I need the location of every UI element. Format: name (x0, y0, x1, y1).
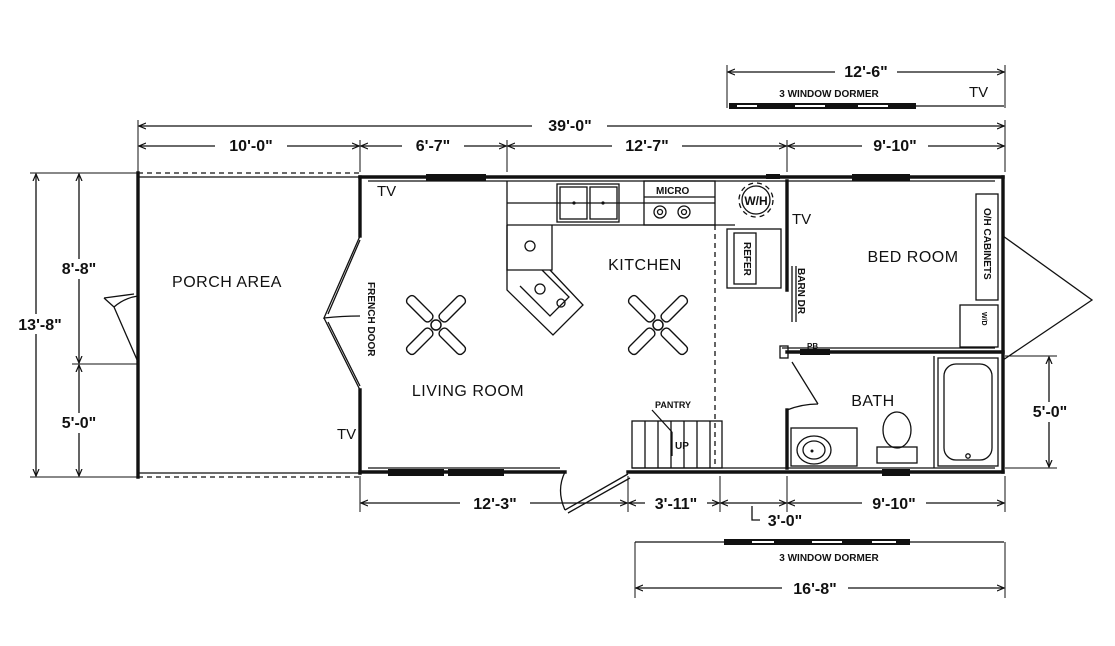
french-door-label: FRENCH DOOR (365, 282, 376, 357)
pantry-label: PANTRY (655, 400, 691, 410)
dim-bath-depth: 5'-0" (1033, 404, 1068, 421)
bedroom: BED ROOM O/H CABINETS W/D (867, 193, 1094, 361)
dim-porch-lower: 5'-0" (62, 415, 97, 432)
entry-door (559, 471, 631, 514)
window-bed-top (852, 174, 910, 181)
dim-dormer-bottom: 16'-8" (793, 581, 836, 598)
micro-label: MICRO (656, 186, 690, 197)
water-heater: W/H (738, 182, 774, 218)
stairs: PANTRY UP (631, 400, 723, 469)
room-porch-label: PORCH AREA (172, 274, 282, 291)
dim-living-bottom: 12'-3" (473, 496, 516, 513)
window-living-bottom-a (388, 469, 444, 476)
dim-porch-length: 10'-0" (229, 138, 272, 155)
ceiling-fan-icon (627, 294, 689, 356)
bottom-dormer: 3 WINDOW DORMER 16'-8" (634, 539, 1006, 598)
bath: BATH 5'-0" (786, 355, 1082, 469)
tv-dormer: TV (969, 84, 988, 101)
dim-bed-top: 9'-10" (873, 138, 916, 155)
kitchen: MICRO KITCHEN (506, 180, 735, 468)
room-kitchen-label: KITCHEN (608, 257, 682, 274)
barn-door-label: BARN DR (795, 268, 806, 315)
washer-dryer-label: W/D (980, 312, 987, 326)
stairs-up-label: UP (675, 441, 689, 452)
peninsula-counter (506, 225, 584, 336)
overall-length-dimension: 39'-0" (137, 117, 1006, 172)
window-living-top (426, 174, 486, 181)
windows (388, 174, 910, 476)
wh-label: W/H (744, 194, 767, 208)
exterior-walls (358, 175, 1005, 475)
dim-kitchen-top: 12'-7" (625, 138, 668, 155)
dim-bath-bottom: 9'-10" (872, 496, 915, 513)
oh-cabinets-label: O/H CABINETS (981, 208, 992, 280)
refer-label: REFER (741, 242, 752, 277)
room-bath-label: BATH (851, 393, 894, 410)
dim-hall-bottom: 3'-0" (768, 513, 803, 530)
french-door: FRENCH DOOR (322, 235, 376, 391)
sink-icon (556, 183, 620, 223)
refrigerator: REFER (726, 228, 782, 289)
dim-overall-length: 39'-0" (548, 118, 591, 135)
left-dimensions: 13'-8" 8'-8" 5'-0" (4, 172, 137, 478)
window-living-bottom-b (448, 469, 504, 476)
window-bath-bottom (882, 469, 910, 476)
toilet-icon (876, 411, 918, 464)
vanity-sink-icon (790, 427, 858, 467)
porch-area: PORCH AREA (103, 171, 360, 479)
room-living-label: LIVING ROOM (412, 383, 524, 400)
dim-living-top: 6'-7" (416, 138, 451, 155)
interior-walls: PB BARN DR TV (779, 179, 1005, 470)
tv-living-bottom: TV (337, 426, 356, 443)
microwave-range (643, 180, 716, 226)
dim-overall-width: 13'-8" (18, 317, 61, 334)
bathtub-icon (937, 357, 999, 467)
living-room: LIVING ROOM TV TV (337, 183, 689, 443)
dim-porch-upper: 8'-8" (62, 261, 97, 278)
top-dormer: 12'-6" 3 WINDOW DORMER TV (726, 64, 1006, 109)
tv-hall: TV (792, 211, 811, 228)
tv-living-top: TV (377, 183, 396, 200)
dim-stair-bottom: 3'-11" (655, 496, 698, 513)
dormer-label-bottom: 3 WINDOW DORMER (779, 553, 879, 564)
dormer-label-top: 3 WINDOW DORMER (779, 89, 879, 100)
dim-dormer-top: 12'-6" (844, 64, 887, 81)
ceiling-fan-icon (405, 294, 467, 356)
room-bed-label: BED ROOM (867, 249, 958, 266)
top-segment-dimensions: 10'-0" 6'-7" 12'-7" 9'-10" (139, 138, 1004, 172)
pb-label: PB (807, 342, 818, 351)
bottom-dimensions: 12'-3" 3'-11" 3'-0" 9'-10" (359, 476, 1006, 530)
